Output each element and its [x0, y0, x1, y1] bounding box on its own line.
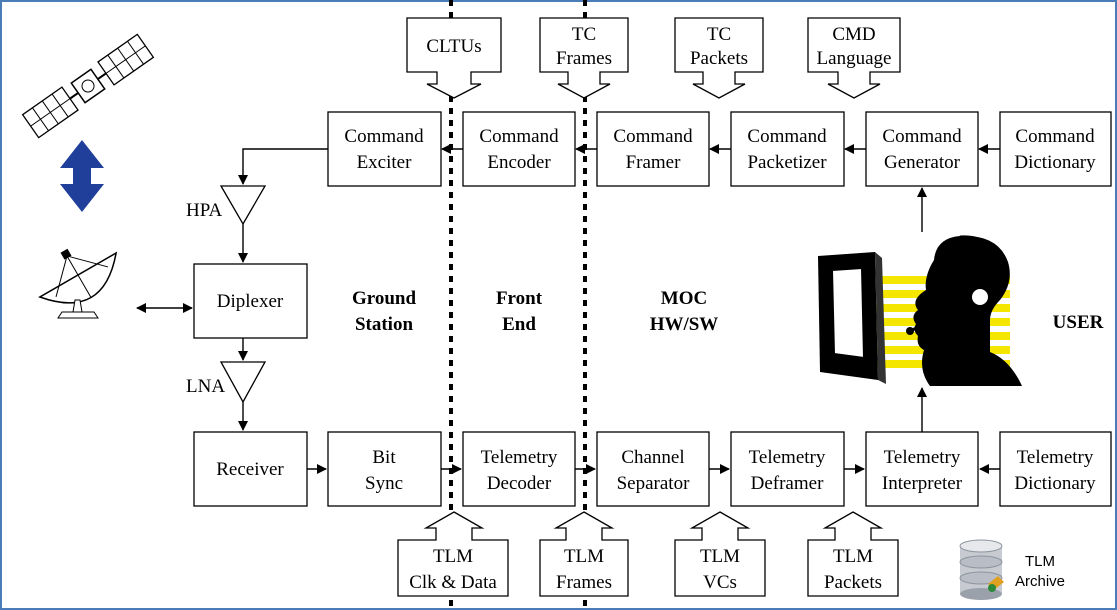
- lna-label: LNA: [186, 376, 225, 397]
- telemetry-decoder-box: Telemetry Decoder: [462, 431, 576, 507]
- command-packetizer-box: Command Packetizer: [730, 111, 845, 187]
- svg-text:Command: Command: [613, 126, 693, 147]
- svg-text:Exciter: Exciter: [357, 152, 413, 173]
- operator-icon: [818, 235, 1022, 386]
- svg-text:Receiver: Receiver: [216, 459, 284, 480]
- svg-text:Bit: Bit: [372, 447, 396, 468]
- svg-text:Command: Command: [344, 126, 424, 147]
- command-generator-box: Command Generator: [865, 111, 979, 187]
- moc-label-2: HW/SW: [650, 314, 719, 335]
- svg-text:TLM: TLM: [564, 546, 604, 567]
- telemetry-interpreter-box: Telemetry Interpreter: [865, 431, 979, 507]
- svg-text:TLM: TLM: [700, 546, 740, 567]
- bit-sync-box: Bit Sync: [327, 431, 442, 507]
- svg-text:Clk & Data: Clk & Data: [409, 572, 497, 593]
- telemetry-deframer-box: Telemetry Deframer: [730, 431, 845, 507]
- svg-text:Command: Command: [882, 126, 962, 147]
- svg-text:VCs: VCs: [703, 572, 737, 593]
- cmd-language-label-2: Language: [817, 48, 892, 69]
- svg-text:Telemetry: Telemetry: [1017, 447, 1094, 468]
- command-dictionary-box: Command Dictionary: [999, 111, 1112, 187]
- svg-text:Dictionary: Dictionary: [1014, 473, 1096, 494]
- svg-text:Deframer: Deframer: [751, 473, 824, 494]
- tc-packets-label-2: Packets: [690, 48, 748, 69]
- svg-text:Diplexer: Diplexer: [217, 291, 284, 312]
- tlm-vcs-input: TLM VCs: [674, 511, 766, 597]
- svg-text:Channel: Channel: [621, 447, 684, 468]
- tlm-frames-input: TLM Frames: [539, 511, 629, 597]
- command-exciter-box: Command Exciter: [327, 111, 442, 187]
- cltus-input: CLTUs: [406, 17, 502, 99]
- tc-frames-input: TC Frames: [539, 17, 629, 99]
- tlm-archive-label-1: TLM: [1025, 553, 1055, 570]
- svg-text:TLM: TLM: [433, 546, 473, 567]
- tc-packets-label-1: TC: [707, 24, 731, 45]
- svg-text:Telemetry: Telemetry: [481, 447, 558, 468]
- svg-text:Decoder: Decoder: [487, 473, 552, 494]
- ground-station-label-1: Ground: [352, 288, 417, 309]
- svg-text:Frames: Frames: [556, 572, 612, 593]
- uplink-downlink-arrow-icon: [60, 140, 104, 212]
- tlm-clk-data-input: TLM Clk & Data: [397, 511, 509, 597]
- svg-text:Packetizer: Packetizer: [747, 152, 827, 173]
- hpa-label: HPA: [186, 200, 223, 221]
- tc-frames-label-2: Frames: [556, 48, 612, 69]
- svg-text:Interpreter: Interpreter: [882, 473, 963, 494]
- moc-label-1: MOC: [661, 288, 707, 309]
- svg-text:Sync: Sync: [365, 473, 403, 494]
- tlm-packets-input: TLM Packets: [807, 511, 899, 597]
- svg-text:Encoder: Encoder: [487, 152, 551, 173]
- user-label: USER: [1053, 312, 1104, 333]
- svg-text:TLM: TLM: [833, 546, 873, 567]
- svg-text:Telemetry: Telemetry: [884, 447, 961, 468]
- command-framer-box: Command Framer: [596, 111, 710, 187]
- svg-text:Command: Command: [479, 126, 559, 147]
- tlm-archive-label-2: Archive: [1015, 573, 1065, 590]
- antenna-dish-icon: [38, 248, 118, 319]
- command-encoder-box: Command Encoder: [462, 111, 576, 187]
- channel-separator-box: Channel Separator: [596, 431, 710, 507]
- svg-text:Framer: Framer: [626, 152, 682, 173]
- cmd-language-input: CMD Language: [807, 17, 901, 99]
- lna-amplifier: LNA: [186, 361, 267, 404]
- svg-text:Dictionary: Dictionary: [1014, 152, 1096, 173]
- svg-text:Telemetry: Telemetry: [749, 447, 826, 468]
- front-end-label-2: End: [502, 314, 536, 335]
- tc-packets-input: TC Packets: [674, 17, 764, 99]
- svg-text:Command: Command: [1015, 126, 1095, 147]
- cmd-exciter-to-hpa-arrow: [238, 148, 328, 185]
- cltus-label: CLTUs: [426, 36, 481, 57]
- database-icon: [959, 539, 1004, 600]
- tc-frames-label-1: TC: [572, 24, 596, 45]
- hpa-amplifier: HPA: [186, 185, 267, 226]
- cmd-language-label-1: CMD: [832, 24, 875, 45]
- svg-text:Separator: Separator: [617, 473, 690, 494]
- receiver-box: Receiver: [193, 431, 308, 507]
- svg-text:Generator: Generator: [884, 152, 961, 173]
- svg-text:Packets: Packets: [824, 572, 882, 593]
- ground-station-label-2: Station: [355, 314, 414, 335]
- front-end-label-1: Front: [496, 288, 543, 309]
- diplexer-box: Diplexer: [193, 263, 308, 339]
- telemetry-dictionary-box: Telemetry Dictionary: [999, 431, 1112, 507]
- satellite-icon: [21, 33, 155, 139]
- svg-text:Command: Command: [747, 126, 827, 147]
